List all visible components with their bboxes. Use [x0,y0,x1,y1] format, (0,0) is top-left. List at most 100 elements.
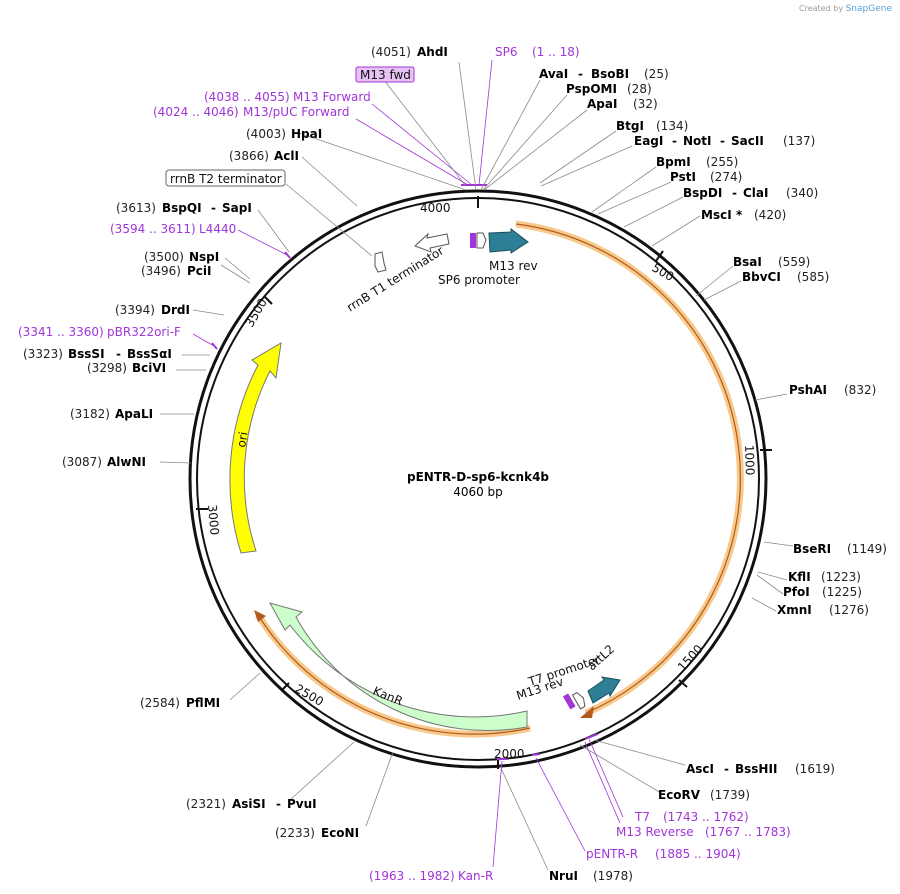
btgi-name: BtgI [616,119,644,133]
ori-label: ori [234,431,250,449]
l4440-range: (3594 .. 3611) [110,222,196,236]
xmni-pos: (1276) [829,603,869,617]
attl1-label: M13 rev [489,259,538,273]
tick-500: 500 [650,260,677,284]
rrnb-t2-box [165,169,286,187]
ecorv-name: EcoRV [658,788,701,802]
msci-name: MscI [701,208,732,222]
nrui-pos: (1978) [593,869,633,883]
avai-pos: (25) [644,67,669,81]
tick-4000: 4000 [420,201,451,215]
bspdi-dash: - [732,186,737,200]
bspdi-name: BspDI [683,186,722,200]
sp6-promoter-arrow [476,232,487,249]
ori-feature [229,342,282,554]
pbr322ori-f-site [211,342,218,350]
drdi-pos: (3394) [115,303,155,317]
asisi-name: AsiSI [232,797,266,811]
m13-fwd-box [355,66,415,83]
kan-r-range: (1963 .. 1982) [369,869,455,883]
tick-500-mark [655,250,664,262]
m13-fwd-label: M13 fwd [360,68,411,82]
asci-name: AscI [686,762,714,776]
attl1-arrow [488,227,529,254]
avai-dash: - [578,67,583,81]
ahdi-pos: (4051) [371,45,411,59]
ecorv-pos: (1739) [710,788,750,802]
xmni-name: XmnI [777,603,812,617]
m13-puc-forward-range: (4024 .. 4046) [153,105,239,119]
psti-name: PstI [670,170,696,184]
psppomi-pos: (28) [627,82,652,96]
backbone-outer [188,189,768,769]
bsshii-name: BssHII [735,762,777,776]
tick-1500-mark [678,679,688,688]
bsssi-pos: (3323) [23,347,63,361]
pentr-r-range: (1885 .. 1904) [655,847,741,861]
rrnb-t1-arrow [414,232,450,253]
pcii-name: PciI [187,264,212,278]
msci-pos: (420) [754,208,786,222]
sapi-name: SapI [222,201,252,215]
asci-pos: (1619) [795,762,835,776]
pshai-pos: (832) [844,383,876,397]
t7-range: (1743 .. 1762) [663,810,749,824]
orf1-highlight [515,220,744,717]
bspqi-pos: (3613) [116,201,156,215]
tick-2500-mark [281,682,290,691]
econi-pos: (2233) [275,826,315,840]
bseri-name: BseRI [793,542,831,556]
tick-3500: 3500 [242,296,269,329]
kanr-feature [268,602,528,731]
bsai-pos: (559) [778,255,810,269]
pshai-name: PshAI [789,383,827,397]
bsssi-dash: - [116,347,121,361]
orf1-arc [515,223,741,714]
pentr-r-site [531,753,541,756]
noti-dash: - [720,134,725,148]
orf2-arc [257,614,531,735]
econi-name: EcoNI [321,826,359,840]
plasmid-name: pENTR-D-sp6-kcnk4b [407,470,549,484]
nspi-pos: (3500) [144,250,184,264]
snapgene-brand: SnapGene [845,4,892,14]
bsssai-name: BssSαI [127,347,172,361]
rrnb-t2-arrow [374,251,387,273]
eagi-pos: (137) [783,134,815,148]
bsai-name: BsaI [733,255,762,269]
sp6-primer-name: SP6 [495,45,518,59]
bpmi-name: BpmI [656,155,691,169]
apai-name: ApaI [587,97,617,111]
nspi-name: NspI [189,250,219,264]
psppomi-name: PspOMI [566,82,617,96]
m13-puc-forward-name: M13/pUC Forward [243,105,350,119]
ahdi-name: AhdI [417,45,448,59]
pflmi-pos: (2584) [140,696,180,710]
acli-pos: (3866) [229,149,269,163]
alwni-name: AlwNI [107,455,146,469]
asisi-pos: (2321) [186,797,226,811]
primer-leaders [192,59,624,868]
drdi-name: DrdI [161,303,190,317]
apali-pos: (3182) [70,407,110,421]
btgi-pos: (134) [656,119,688,133]
plasmid-length: 4060 bp [453,485,503,499]
bsssi-name: BssSI [68,347,105,361]
enzyme-leaders [159,61,794,871]
nrui-name: NruI [549,869,578,883]
pvui-name: PvuI [287,797,317,811]
pbr322ori-f-range: (3341 .. 3360) [18,325,104,339]
sp6-primer-range: (1 .. 18) [532,45,580,59]
snapgene-credit: Created by SnapGene [799,4,892,14]
kfli-pos: (1223) [821,570,861,584]
pflmi-name: PflMI [186,696,220,710]
bspdi-pos: (340) [786,186,818,200]
orf1-arrowhead [580,706,594,718]
l4440-name: L4440 [199,222,236,236]
tick-3500-mark [263,295,273,305]
bbvci-name: BbvCI [742,270,781,284]
m13-reverse-name: M13 Reverse [616,825,694,839]
msci-mark: * [736,208,743,222]
m13-forward-name: M13 Forward [293,90,371,104]
